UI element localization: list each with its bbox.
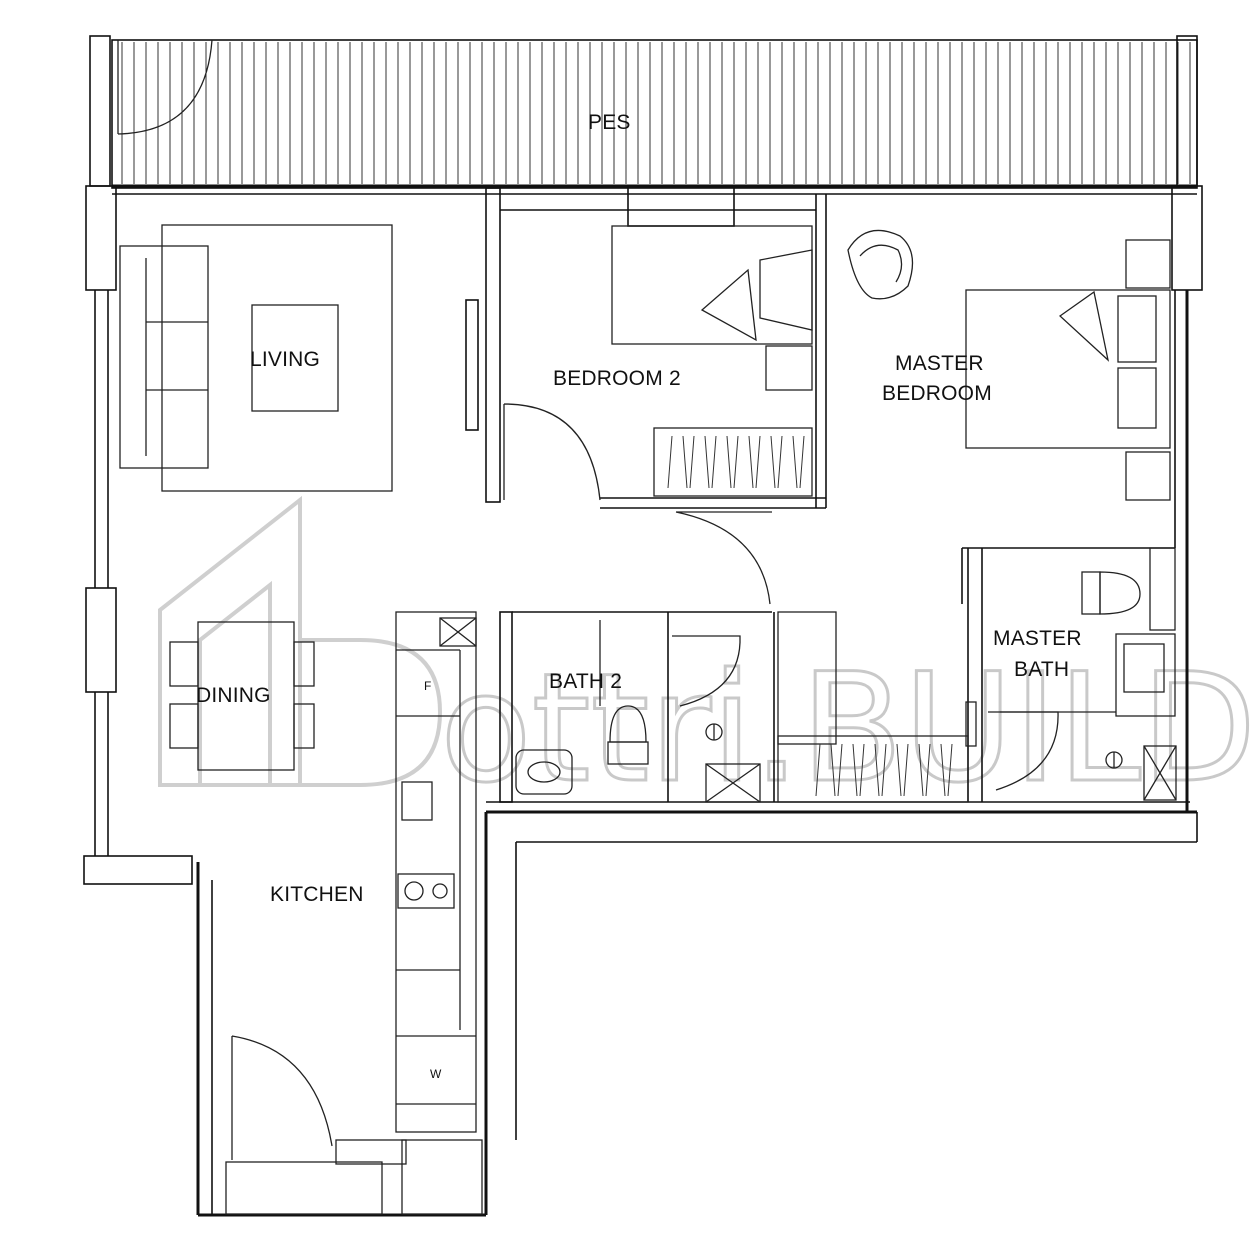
pes-door-swing: [117, 39, 213, 135]
room-label-bath-2: BATH 2: [549, 670, 622, 693]
living-sofa: [119, 245, 209, 469]
bath2-basin: [515, 749, 573, 795]
room-label-master-bath-2: BATH: [1014, 658, 1069, 681]
master-bed: [965, 289, 1171, 449]
master-bedroom-furniture: [847, 229, 1171, 501]
bedroom2-bed: [611, 225, 813, 345]
fridge-label: F: [424, 679, 431, 693]
room-label-kitchen: KITCHEN: [270, 883, 364, 906]
master-bath-door-swing: [988, 711, 1059, 791]
watermark-house-logo: [158, 495, 302, 787]
master-bath-fixtures: [965, 547, 1177, 801]
room-label-pes: PES: [588, 111, 631, 134]
living-rug: [161, 224, 393, 492]
pes-decking-pattern: [121, 42, 1191, 184]
room-label-master-bedroom-1: MASTER: [895, 352, 984, 375]
watermark-d-shape: [300, 638, 443, 787]
washer-label: W: [430, 1067, 442, 1081]
bedroom2-door-swing: [503, 403, 601, 501]
watermark-text: ottri.BUILD: [440, 642, 1252, 816]
dining-table: [197, 621, 295, 771]
room-label-dining: DINING: [196, 684, 271, 707]
bedroom2-wardrobe: [653, 427, 813, 497]
kitchen-counter: [395, 611, 477, 1133]
bedroom2-furniture: [503, 225, 813, 501]
room-label-master-bath-1: MASTER: [993, 627, 1082, 650]
room-labels: PES LIVING BEDROOM 2 MASTER BEDROOM DINI…: [196, 111, 1082, 1081]
living-coffee-table: [251, 304, 339, 412]
kitchen-sink: [401, 781, 433, 821]
master-bath-toilet: [1099, 571, 1141, 615]
entrance-door-swing: [231, 1035, 333, 1160]
kitchen-furniture: [225, 611, 483, 1215]
pes-terrace: [89, 35, 1198, 195]
exterior-walls: [83, 185, 1203, 1217]
room-label-bedroom-2: BEDROOM 2: [553, 367, 681, 390]
room-label-master-bedroom-2: BEDROOM: [882, 382, 992, 405]
dining-furniture: [169, 621, 315, 771]
walk-in-wardrobe: [777, 611, 969, 803]
bath2-toilet: [609, 705, 647, 743]
living-furniture: [119, 224, 393, 492]
hallway-door-swing: [675, 511, 772, 605]
room-label-living: LIVING: [250, 348, 320, 371]
bath2-fixtures: [515, 619, 761, 803]
master-bath-shower: [1115, 633, 1176, 717]
master-armchair: [847, 229, 914, 300]
kitchen-hob: [397, 873, 455, 909]
